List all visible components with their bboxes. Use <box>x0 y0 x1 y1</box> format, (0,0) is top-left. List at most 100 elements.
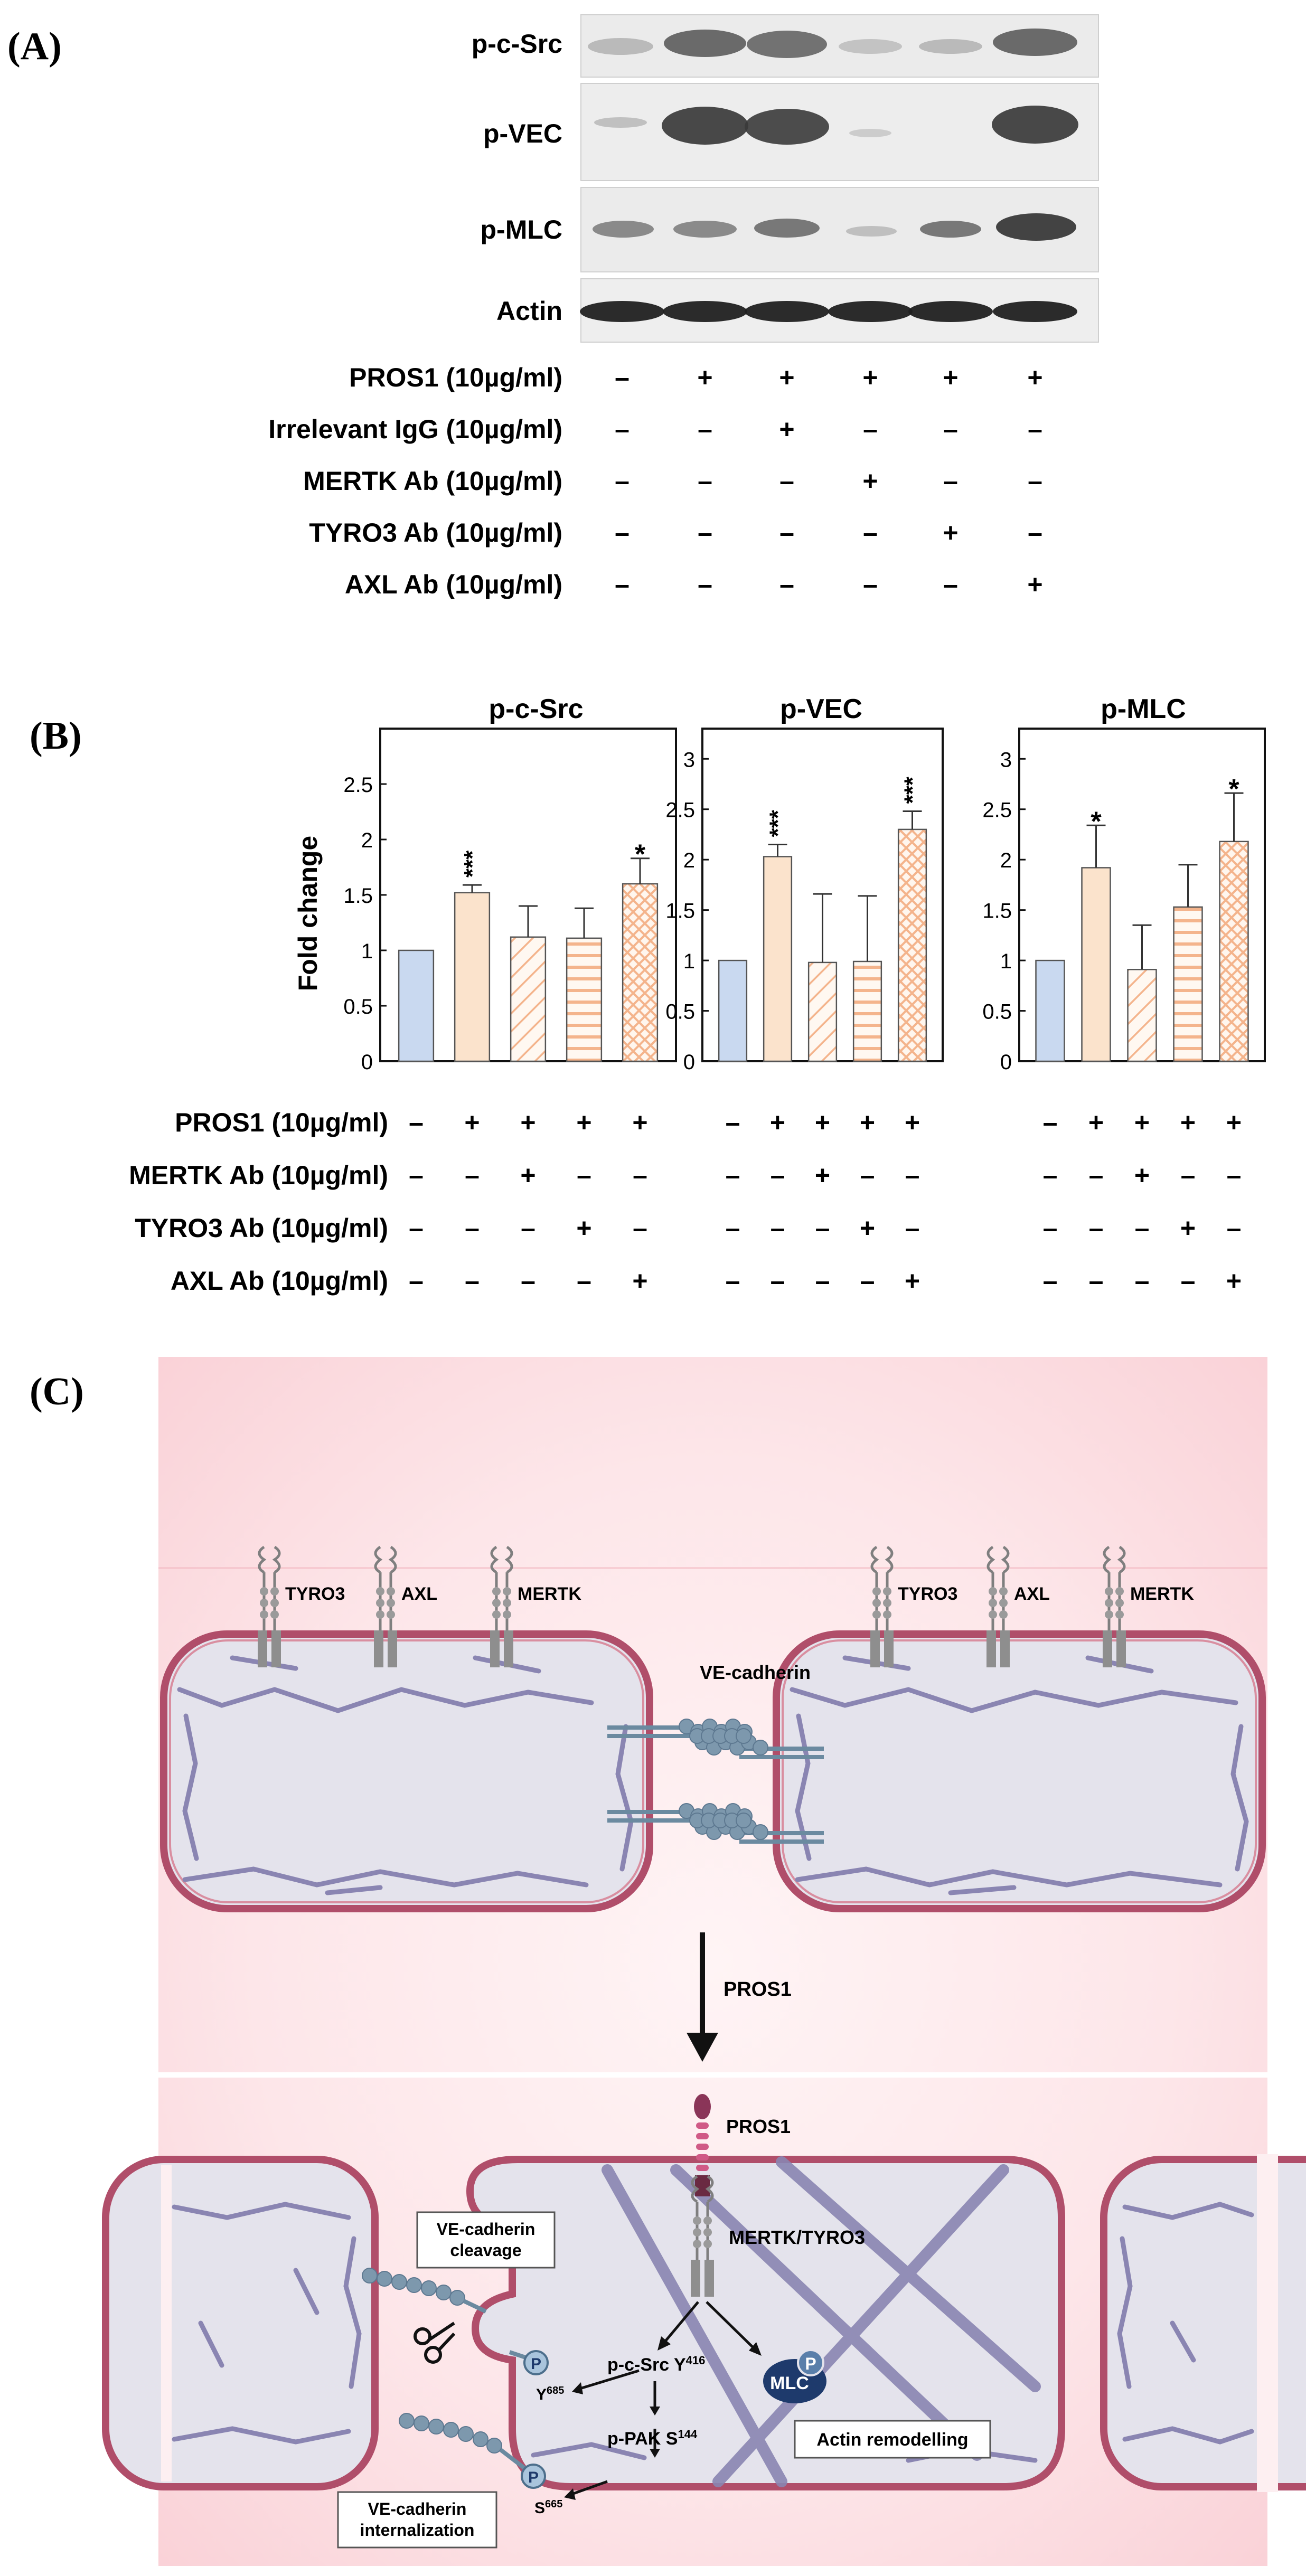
y-tick-label: 1.5 <box>665 900 695 923</box>
sign-b-chart0-r3-c0: – <box>409 1266 424 1296</box>
signalling-arrows <box>570 2301 756 2496</box>
sign-b-chart2-r1-c3: – <box>1181 1160 1196 1190</box>
svg-text:MERTK: MERTK <box>518 1584 581 1604</box>
panel-label-c: (C) <box>30 1370 84 1413</box>
receptor-mertk: MERTK <box>1103 1545 1194 1667</box>
chart-0: 00.511.522.5**** <box>343 728 677 1074</box>
significance-marker: * <box>635 839 646 870</box>
sign-b-chart1-r0-c1: + <box>770 1108 785 1137</box>
sign-b-chart2-r0-c1: + <box>1088 1108 1104 1137</box>
bottom-center-cell <box>466 2156 1065 2490</box>
sign-b-chart0-r1-c4: – <box>633 1160 647 1190</box>
sign-a-r2-c5: – <box>1028 466 1042 496</box>
sign-b-chart1-r3-c1: – <box>771 1266 785 1296</box>
receptor-label-mertk-tyro3: MERTK/TYRO3 <box>729 2226 865 2248</box>
significance-marker: *** <box>900 776 926 804</box>
sign-b-chart1-r2-c3: + <box>860 1213 875 1243</box>
y-tick-label: 0.5 <box>665 1001 695 1024</box>
bar <box>1081 867 1111 1062</box>
sign-b-chart2-r3-c3: – <box>1181 1266 1196 1296</box>
sign-b-chart0-r0-c3: + <box>576 1108 591 1137</box>
chart-title-p-c-src: p-c-Src <box>488 694 583 724</box>
sign-b-chart1-r1-c4: – <box>905 1160 920 1190</box>
svg-text:VE-cadherin: VE-cadherin <box>368 2499 467 2518</box>
sign-a-r2-c3: + <box>862 466 878 496</box>
bar <box>718 959 748 1062</box>
sign-b-chart2-r1-c0: – <box>1043 1160 1058 1190</box>
significance-marker: * <box>1228 774 1239 805</box>
sign-b-chart0-r3-c1: – <box>465 1266 480 1296</box>
vecadherin-cleavage: P Y685 <box>362 2268 564 2403</box>
sign-a-r0-c2: + <box>779 363 794 392</box>
cond-a-pros1: PROS1 (10µg/ml) <box>349 363 562 392</box>
y-tick-label: 0 <box>683 1051 695 1074</box>
sign-a-r0-c4: + <box>943 363 958 392</box>
y-tick-label: 1 <box>1000 950 1012 973</box>
svg-text:AXL: AXL <box>401 1584 437 1604</box>
chart-title-p-mlc: p-MLC <box>1101 694 1186 724</box>
panel-label-a: (A) <box>7 25 62 68</box>
sign-a-r3-c3: – <box>863 518 878 548</box>
sign-b-chart0-r1-c2: + <box>520 1160 535 1190</box>
sign-b-chart2-r2-c2: – <box>1135 1213 1150 1243</box>
label-p-c-src: p-c-Src Y416 <box>607 2354 705 2375</box>
mlc-phospho-label: P <box>805 2354 816 2373</box>
sign-a-r4-c1: – <box>698 570 712 599</box>
label-s665: S665 <box>534 2498 562 2517</box>
sign-a-r2-c4: – <box>943 466 958 496</box>
sign-b-chart0-r0-c2: + <box>520 1108 535 1137</box>
sign-b-chart1-r0-c4: + <box>905 1108 920 1137</box>
cond-a-tyro3: TYRO3 Ab (10µg/ml) <box>309 518 562 548</box>
panel-a-signs: –+++++––+––––––+––––––+––––––+ <box>615 363 1043 599</box>
panel-b-signs: –++++–++++–++++––+––––+––––+–––––+––––+–… <box>409 1108 1242 1296</box>
y-tick-label: 0.5 <box>343 995 373 1018</box>
sign-b-chart2-r2-c1: – <box>1089 1213 1104 1243</box>
bands-p-mlc <box>593 213 1076 241</box>
bottom-right-partial-cell <box>1100 2154 1306 2492</box>
y-tick-label: 2 <box>361 829 373 852</box>
signalling-arrowheads <box>564 2336 762 2500</box>
sign-b-chart2-r2-c3: + <box>1180 1213 1196 1243</box>
sign-a-r4-c2: – <box>779 570 794 599</box>
blot-label-p-c-src: p-c-Src <box>472 29 562 59</box>
sign-a-r0-c1: + <box>697 363 712 392</box>
y-tick-label: 0 <box>1000 1051 1012 1074</box>
western-blot-panel: p-c-Src p-VEC p-MLC Actin <box>268 14 1099 599</box>
sign-a-r2-c1: – <box>698 466 712 496</box>
transition-arrow: PROS1 <box>687 1932 792 2062</box>
sign-a-r1-c3: – <box>863 414 878 444</box>
chart-title-p-vec: p-VEC <box>780 694 862 724</box>
sign-b-chart0-r2-c1: – <box>465 1213 480 1243</box>
sign-b-chart0-r1-c3: – <box>577 1160 591 1190</box>
sign-a-r0-c0: – <box>615 363 629 392</box>
bar <box>566 937 603 1062</box>
bar <box>510 936 547 1062</box>
sign-b-chart0-r1-c1: – <box>465 1160 480 1190</box>
y-tick-label: 1.5 <box>343 884 373 908</box>
sign-a-r1-c4: – <box>943 414 958 444</box>
sign-a-r3-c5: – <box>1028 518 1042 548</box>
label-p-pak: p-PAK S144 <box>607 2428 698 2449</box>
sign-b-chart2-r3-c4: + <box>1226 1266 1242 1296</box>
bar <box>852 960 882 1062</box>
svg-text:internalization: internalization <box>360 2521 475 2540</box>
bands-p-c-src <box>588 29 1077 58</box>
sign-b-chart2-r3-c2: – <box>1135 1266 1150 1296</box>
y-tick-label: 0.5 <box>982 1001 1012 1024</box>
cond-b-mertk: MERTK Ab (10µg/ml) <box>129 1160 388 1190</box>
receptor-icon <box>691 2175 714 2297</box>
sign-b-chart0-r3-c4: + <box>632 1266 647 1296</box>
sign-b-chart2-r0-c4: + <box>1226 1108 1242 1137</box>
phospho-y685-p: P <box>531 2355 541 2373</box>
sign-b-chart2-r3-c1: – <box>1089 1266 1104 1296</box>
sign-b-chart1-r0-c2: + <box>815 1108 830 1137</box>
sign-b-chart0-r2-c0: – <box>409 1213 424 1243</box>
blot-label-p-mlc: p-MLC <box>481 215 563 244</box>
sign-b-chart0-r3-c3: – <box>577 1266 591 1296</box>
y-tick-label: 2.5 <box>982 799 1012 822</box>
chart-titles: p-c-Src p-VEC p-MLC <box>488 694 1186 724</box>
sign-b-chart1-r0-c0: – <box>726 1108 740 1137</box>
scissors-icon <box>414 2322 456 2364</box>
blot-label-actin: Actin <box>496 296 562 326</box>
sign-b-chart1-r1-c3: – <box>860 1160 875 1190</box>
